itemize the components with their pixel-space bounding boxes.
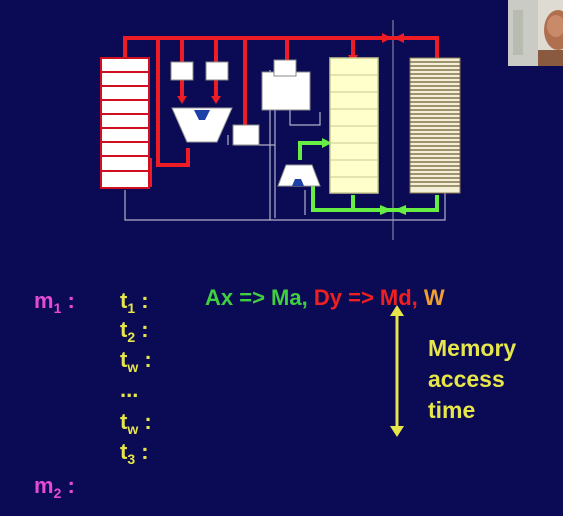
time-step-ellipsis: ... bbox=[120, 377, 139, 402]
arrow-down-head bbox=[390, 426, 404, 437]
register-m2: m2 : bbox=[34, 473, 75, 501]
time-step-tw: tw : bbox=[120, 347, 152, 375]
separator-2: , bbox=[411, 285, 418, 310]
time-step-t3: t3 : bbox=[120, 439, 149, 467]
presenter-webcam-thumbnail bbox=[508, 0, 563, 66]
write-signal: W bbox=[423, 285, 445, 310]
transfer-statement: Ax => Ma, Dy => Md, W bbox=[205, 286, 445, 310]
arrow-up-head bbox=[390, 305, 404, 316]
time-step-t1: t1 : bbox=[120, 288, 149, 316]
time-step-tw-last: tw : bbox=[120, 409, 152, 437]
time-step-t2: t2 : bbox=[120, 317, 149, 345]
note-line-3: time bbox=[428, 397, 476, 423]
alu-input-latch-a bbox=[170, 61, 194, 81]
alu-output-latch bbox=[232, 124, 260, 146]
separator-1: , bbox=[301, 285, 308, 310]
main-memory bbox=[409, 57, 461, 194]
memory-access-time-note: Memory access time bbox=[428, 333, 516, 426]
register-file bbox=[100, 57, 150, 189]
register-m1: m1 : bbox=[34, 288, 75, 316]
address-adder bbox=[277, 164, 321, 187]
green-address-bus bbox=[298, 141, 439, 212]
alu-input-latch-b bbox=[205, 61, 229, 81]
instruction-register bbox=[261, 59, 311, 111]
alu bbox=[171, 107, 233, 143]
data-transfer: Dy => Md bbox=[313, 285, 412, 310]
green-arrowheads bbox=[322, 138, 406, 215]
red-arrowheads bbox=[177, 33, 404, 104]
memory-buffer bbox=[329, 57, 379, 194]
note-line-1: Memory bbox=[428, 335, 517, 361]
address-transfer: Ax => Ma bbox=[205, 285, 302, 310]
note-line-2: access bbox=[428, 366, 505, 392]
memory-access-arrow bbox=[390, 305, 404, 437]
datapath-diagram bbox=[100, 20, 461, 240]
